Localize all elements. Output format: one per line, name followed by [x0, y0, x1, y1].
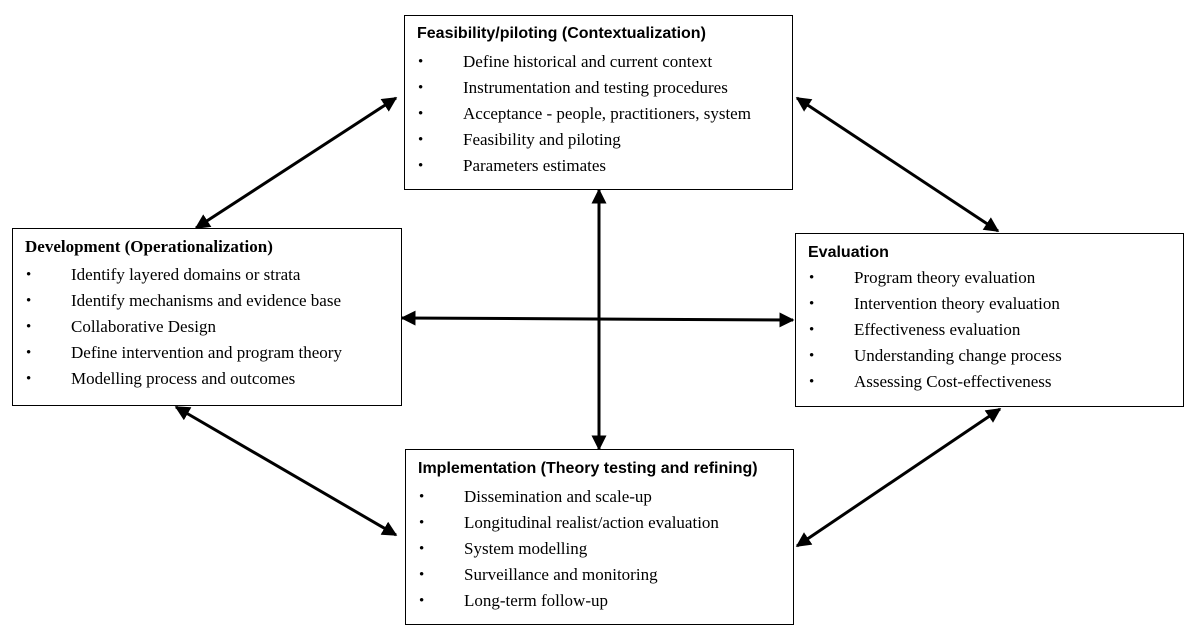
bullet-icon: •: [26, 293, 32, 309]
bullet-icon: •: [26, 319, 32, 335]
bullet-icon: •: [419, 593, 425, 609]
list-item: •Intervention theory evaluation: [809, 291, 1179, 317]
bullet-icon: •: [419, 567, 425, 583]
list-item: •Parameters estimates: [418, 153, 788, 179]
list-item: •Understanding change process: [809, 343, 1179, 369]
bullet-icon: •: [809, 270, 815, 286]
implementation-list: •Dissemination and scale-up •Longitudina…: [419, 484, 789, 614]
development-box: Development (Operationalization) •Identi…: [12, 228, 402, 406]
bullet-icon: •: [809, 374, 815, 390]
bullet-icon: •: [809, 348, 815, 364]
list-item: •Define historical and current context: [418, 49, 788, 75]
list-item: •Modelling process and outcomes: [26, 366, 396, 392]
bullet-icon: •: [418, 158, 424, 174]
list-item: •Identify layered domains or strata: [26, 262, 396, 288]
bullet-icon: •: [26, 345, 32, 361]
bullet-icon: •: [418, 132, 424, 148]
arrow-left-bottom: [174, 405, 398, 537]
list-item: •System modelling: [419, 536, 789, 562]
evaluation-title: Evaluation: [808, 244, 889, 261]
development-title: Development (Operationalization): [25, 237, 273, 256]
list-item: •Assessing Cost-effectiveness: [809, 369, 1179, 395]
bullet-icon: •: [809, 296, 815, 312]
bullet-icon: •: [26, 371, 32, 387]
feasibility-title: Feasibility/piloting (Contextualization): [417, 25, 706, 42]
bullet-icon: •: [419, 541, 425, 557]
implementation-title: Implementation (Theory testing and refin…: [418, 460, 758, 477]
implementation-box: Implementation (Theory testing and refin…: [405, 449, 794, 625]
bullet-icon: •: [418, 80, 424, 96]
development-list: •Identify layered domains or strata •Ide…: [26, 262, 396, 392]
list-item: •Instrumentation and testing procedures: [418, 75, 788, 101]
list-item: •Longitudinal realist/action evaluation: [419, 510, 789, 536]
list-item: •Collaborative Design: [26, 314, 396, 340]
evaluation-list: •Program theory evaluation •Intervention…: [809, 265, 1179, 395]
bullet-icon: •: [418, 54, 424, 70]
arrow-top-left: [194, 96, 398, 230]
list-item: •Effectiveness evaluation: [809, 317, 1179, 343]
list-item: •Define intervention and program theory: [26, 340, 396, 366]
list-item: •Dissemination and scale-up: [419, 484, 789, 510]
list-item: •Surveillance and monitoring: [419, 562, 789, 588]
arrow-right-bottom: [795, 407, 1002, 548]
feasibility-box: Feasibility/piloting (Contextualization)…: [404, 15, 793, 190]
list-item: •Feasibility and piloting: [418, 127, 788, 153]
bullet-icon: •: [419, 515, 425, 531]
bullet-icon: •: [419, 489, 425, 505]
evaluation-box: Evaluation •Program theory evaluation •I…: [795, 233, 1184, 407]
list-item: •Program theory evaluation: [809, 265, 1179, 291]
list-item: •Acceptance - people, practitioners, sys…: [418, 101, 788, 127]
bullet-icon: •: [26, 267, 32, 283]
arrow-top-right: [795, 96, 1000, 233]
arrow-horizontal: [400, 310, 795, 328]
bullet-icon: •: [809, 322, 815, 338]
list-item: •Identify mechanisms and evidence base: [26, 288, 396, 314]
feasibility-list: •Define historical and current context •…: [418, 49, 788, 179]
list-item: •Long-term follow-up: [419, 588, 789, 614]
bullet-icon: •: [418, 106, 424, 122]
